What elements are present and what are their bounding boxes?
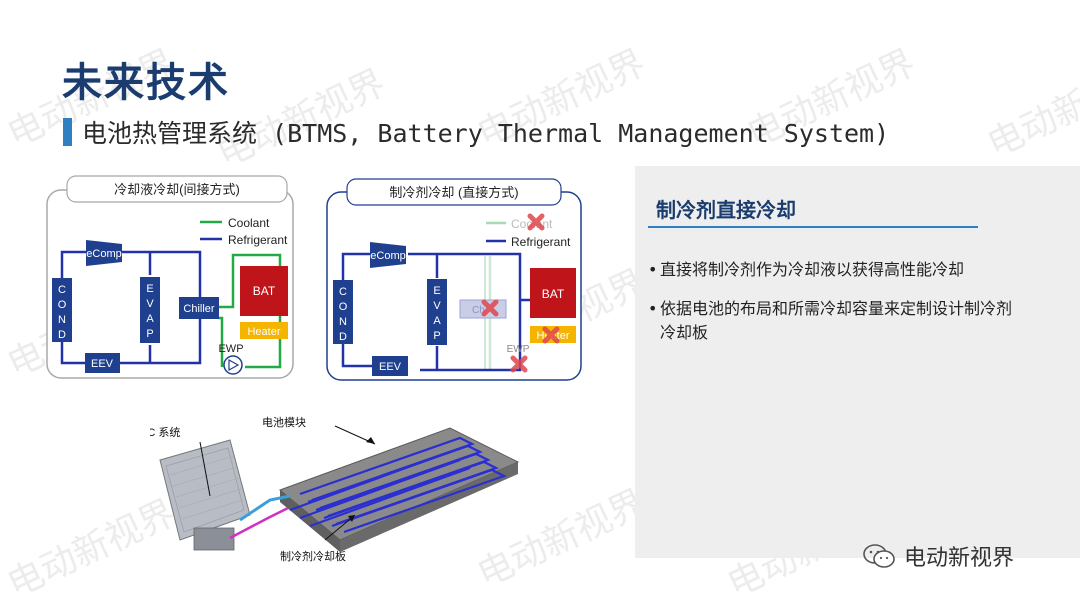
right-bat-label: BAT (542, 287, 565, 301)
right-cond-n: N (339, 316, 347, 328)
right-cond-c: C (339, 286, 347, 298)
panel-bullet: •依据电池的布局和所需冷却容量来定制设计制冷剂 冷却板 (648, 299, 1013, 342)
left-evap-v: V (146, 298, 154, 310)
bullet-dot-icon: • (648, 299, 658, 318)
right-evap-v: V (433, 300, 441, 312)
direct-cooling-diagram: 制冷剂冷却 (直接方式) Coolant Refrigerant eComp C… (326, 178, 582, 381)
right-evap-e: E (433, 285, 440, 297)
right-diagram-header: 制冷剂冷却 (直接方式) (389, 185, 518, 200)
left-evap-e: E (146, 283, 153, 295)
right-ecomp-label: eComp (370, 250, 405, 262)
panel-title: 制冷剂直接冷却 (656, 198, 796, 222)
left-evap-a: A (146, 313, 154, 325)
info-panel (635, 166, 1080, 558)
left-diagram-header: 冷却液冷却(间接方式) (114, 182, 240, 197)
right-cond-o: O (339, 301, 348, 313)
wechat-icon (863, 544, 895, 568)
right-legend-refrigerant: Refrigerant (511, 235, 571, 249)
right-evap-p: P (433, 330, 440, 342)
left-evap-p: P (146, 328, 153, 340)
btms-hardware-illustration: AC 系统 电池模块 制冷剂冷却板 (150, 416, 520, 563)
page-title: 未来技术 (62, 60, 230, 106)
battery-module-label: 电池模块 (262, 416, 306, 429)
subtitle-accent-bar (63, 118, 72, 146)
indirect-cooling-diagram: 冷却液冷却(间接方式) Coolant Refrigerant eComp C … (46, 175, 294, 379)
watermark: 电动新视界 (981, 52, 1080, 166)
right-eev-label: EEV (379, 361, 402, 373)
left-legend-coolant: Coolant (228, 216, 270, 230)
panel-divider (648, 226, 978, 228)
wechat-account: 电动新视界 (862, 540, 1014, 572)
left-ewp-label: EWP (218, 343, 243, 355)
right-ewp-label: EWP (507, 344, 530, 355)
left-chiller-label: Chiller (183, 303, 215, 315)
right-evap-a: A (433, 315, 441, 327)
ac-system-label: AC 系统 (150, 426, 180, 439)
cooling-plate-label: 制冷剂冷却板 (280, 549, 346, 563)
left-cond-c: C (58, 284, 66, 296)
left-legend-refrigerant: Refrigerant (228, 233, 288, 247)
left-eev-label: EEV (91, 358, 114, 370)
left-cond-d: D (58, 329, 66, 341)
right-chiller-faded: Ch (472, 305, 485, 316)
left-heater-label: Heater (247, 326, 280, 338)
page-subtitle: 电池热管理系统 (BTMS, Battery Thermal Managemen… (82, 119, 890, 148)
right-cond-d: D (339, 331, 347, 343)
left-cond-o: O (58, 299, 67, 311)
left-ecomp-label: eComp (86, 248, 121, 260)
bullet-dot-icon: • (648, 260, 658, 279)
btms-diagrams: 冷却液冷却(间接方式) Coolant Refrigerant eComp C … (46, 175, 582, 381)
wechat-label: 电动新视界 (904, 546, 1015, 571)
panel-bullet: •直接将制冷剂作为冷却液以获得高性能冷却 (648, 258, 1058, 282)
left-bat-label: BAT (253, 284, 276, 298)
cooling-plate-tubes (289, 436, 507, 534)
left-cond-n: N (58, 314, 66, 326)
removed-x-icon (481, 213, 560, 373)
